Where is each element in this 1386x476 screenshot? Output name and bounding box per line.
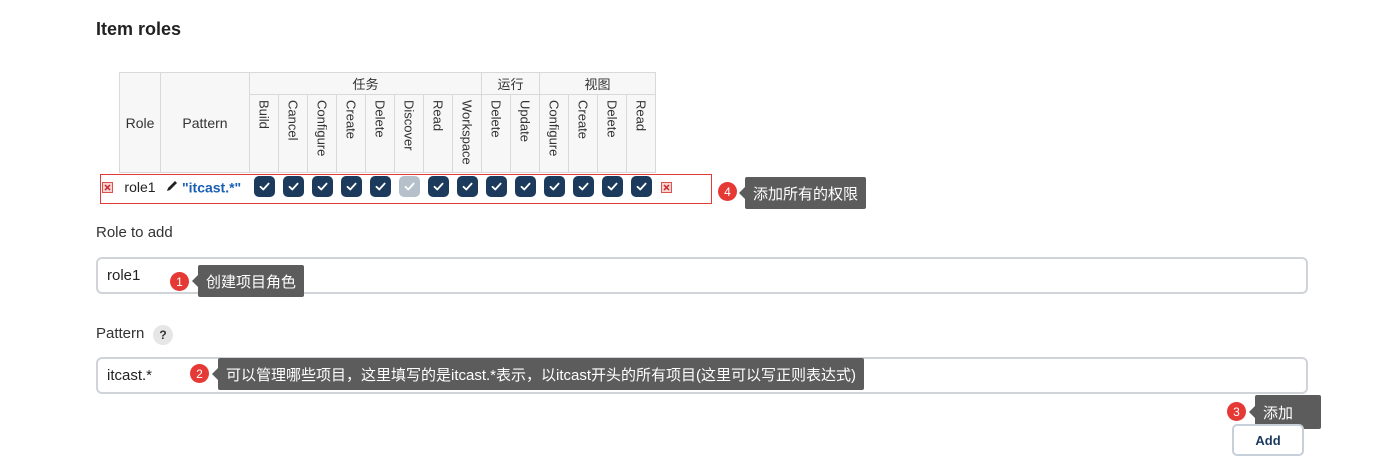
permission-checkbox[interactable] — [456, 176, 478, 197]
annotation-badge-3: 3 — [1227, 402, 1246, 421]
permission-checkbox[interactable] — [630, 176, 652, 197]
header-permission: Create — [336, 94, 366, 173]
check-icon — [288, 182, 298, 191]
header-permission: Configure — [307, 94, 337, 173]
check-icon — [259, 182, 269, 191]
header-permission: Build — [249, 94, 279, 173]
permission-cell — [598, 173, 627, 201]
pattern-label: Pattern — [96, 325, 145, 342]
permission-cell — [366, 173, 395, 201]
check-icon — [520, 182, 530, 191]
permission-label: Create — [575, 100, 591, 140]
section-title: Item roles — [96, 19, 182, 39]
annotation-badge-1: 1 — [170, 272, 189, 291]
annotation-1: 创建项目角色 — [191, 265, 305, 297]
permission-label: Read — [633, 100, 649, 132]
check-icon — [317, 182, 327, 191]
permission-cell — [250, 173, 279, 201]
header-permission: Cancel — [278, 94, 308, 173]
check-icon — [375, 182, 385, 191]
pattern-text: "itcast.*" — [182, 179, 242, 196]
check-icon — [462, 182, 472, 191]
role-name: role1 — [124, 178, 156, 195]
check-icon — [404, 182, 414, 191]
header-role: Role — [119, 72, 161, 173]
header-permission: Read — [626, 94, 656, 173]
delete-row-icon[interactable] — [102, 182, 113, 193]
permission-checkbox[interactable] — [485, 176, 507, 197]
permission-checkbox[interactable] — [427, 176, 449, 197]
item-roles-table: Role Pattern 任务运行视图 Build Cancel Configure… — [119, 72, 656, 201]
header-group: 任务 — [249, 72, 482, 95]
annotation-badge-4: 4 — [718, 182, 737, 201]
header-permission: Configure — [539, 94, 569, 173]
permission-cell — [337, 173, 366, 201]
permission-label: Build — [256, 100, 272, 129]
annotation-2: 可以管理哪些项目，这里填写的是itcast.*表示，以itcast开头的所有项目… — [211, 358, 865, 390]
check-icon — [607, 182, 617, 191]
permission-checkbox[interactable] — [514, 176, 536, 197]
permission-cell — [482, 173, 511, 201]
permission-label: Workspace — [459, 100, 475, 165]
permission-cell — [511, 173, 540, 201]
permission-cell — [279, 173, 308, 201]
permission-label: Delete — [372, 100, 388, 138]
header-permission: Delete — [481, 94, 511, 173]
annotation-badge-2: 2 — [190, 364, 209, 383]
permission-checkbox[interactable] — [572, 176, 594, 197]
table-row: role1 "itcast.*" — [120, 173, 656, 201]
permission-cell — [569, 173, 598, 201]
permission-label: Delete — [604, 100, 620, 138]
delete-row-icon-right[interactable] — [661, 182, 672, 193]
help-icon[interactable]: ? — [153, 325, 173, 345]
permission-checkbox[interactable] — [340, 176, 362, 197]
header-permission: Workspace — [452, 94, 482, 173]
permission-label: Cancel — [285, 100, 301, 141]
header-group: 运行 — [481, 72, 540, 95]
permission-checkbox[interactable] — [253, 176, 275, 197]
permission-label: Discover — [401, 100, 417, 151]
permission-cell — [424, 173, 453, 201]
permission-checkbox — [398, 176, 420, 197]
header-permission: Delete — [597, 94, 627, 173]
header-group: 视图 — [539, 72, 656, 95]
check-icon — [578, 182, 588, 191]
annotation-3: 添加 — [1249, 395, 1321, 429]
permission-checkbox[interactable] — [369, 176, 391, 197]
header-pattern: Pattern — [160, 72, 250, 173]
add-button[interactable]: Add — [1232, 424, 1304, 456]
permission-label: Update — [517, 100, 533, 142]
permission-cell — [395, 173, 424, 201]
check-icon — [491, 182, 501, 191]
role-to-add-label: Role to add — [96, 224, 173, 241]
header-permission: Delete — [365, 94, 395, 173]
header-permission: Read — [423, 94, 453, 173]
pencil-icon[interactable] — [166, 179, 178, 195]
permission-cell — [540, 173, 569, 201]
permission-cell — [453, 173, 482, 201]
permission-label: Read — [430, 100, 446, 132]
permission-label: Delete — [488, 100, 504, 138]
header-permission: Discover — [394, 94, 424, 173]
header-permission: Create — [568, 94, 598, 173]
permission-label: Configure — [546, 100, 562, 157]
annotation-4: 添加所有的权限 — [738, 177, 867, 209]
permission-cell — [627, 173, 656, 201]
pattern-cell[interactable]: "itcast.*" — [161, 173, 250, 201]
header-permission: Update — [510, 94, 540, 173]
permission-label: Configure — [314, 100, 330, 157]
check-icon — [549, 182, 559, 191]
permission-cell — [308, 173, 337, 201]
permission-checkbox[interactable] — [543, 176, 565, 197]
permission-checkbox[interactable] — [311, 176, 333, 197]
permission-checkbox[interactable] — [601, 176, 623, 197]
permission-checkbox[interactable] — [282, 176, 304, 197]
check-icon — [636, 182, 646, 191]
check-icon — [346, 182, 356, 191]
permission-label: Create — [343, 100, 359, 140]
check-icon — [433, 182, 443, 191]
